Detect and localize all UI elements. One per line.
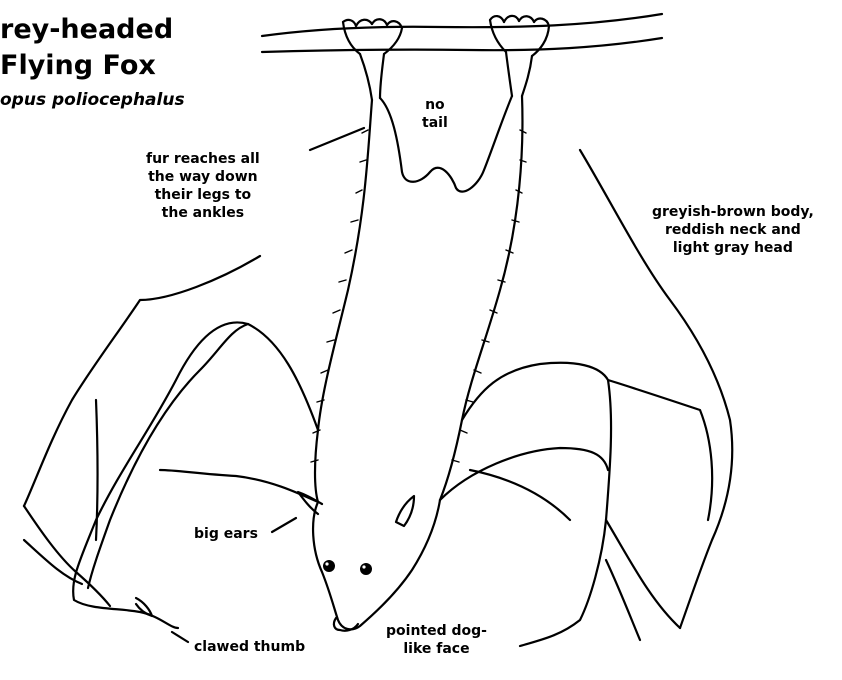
right-wing-bone-1 [608, 380, 712, 520]
right-wing-bone-4 [470, 470, 570, 520]
left-eye [323, 560, 335, 572]
legs [360, 52, 532, 100]
right-wing-bone-3 [606, 560, 640, 640]
left-wing-upper-edge [24, 256, 260, 506]
label-big-ears: big ears [194, 525, 258, 543]
scientific-name: opus poliocephalus [0, 92, 185, 109]
right-arm [440, 448, 608, 500]
right-ear [396, 496, 414, 526]
left-ear [298, 492, 322, 514]
left-wing-bone-1 [88, 324, 248, 588]
right-eye [360, 563, 372, 575]
label-no-tail: no tail [422, 96, 448, 132]
right-wing-outer [462, 363, 611, 646]
branch [262, 14, 662, 52]
left-wing-outer [73, 322, 318, 628]
label-clawed-thumb: clawed thumb [194, 638, 305, 656]
leader-big-ears [272, 518, 296, 532]
label-face: pointed dog- like face [386, 622, 487, 658]
leader-clawed-thumb [172, 632, 188, 642]
leader-fur [310, 128, 364, 150]
label-fur: fur reaches all the way down their legs … [146, 150, 260, 222]
left-thumb-claw [136, 598, 152, 616]
body-outline-right [440, 96, 522, 500]
eyes [323, 560, 372, 575]
left-wing-bone-4 [96, 400, 98, 540]
label-body-color: greyish-brown body, reddish neck and lig… [652, 203, 814, 257]
right-wing-bone-2 [606, 520, 680, 628]
title-line-1: rey-headed [0, 16, 173, 43]
title-line-2: Flying Fox [0, 52, 156, 79]
left-arm [160, 470, 318, 502]
